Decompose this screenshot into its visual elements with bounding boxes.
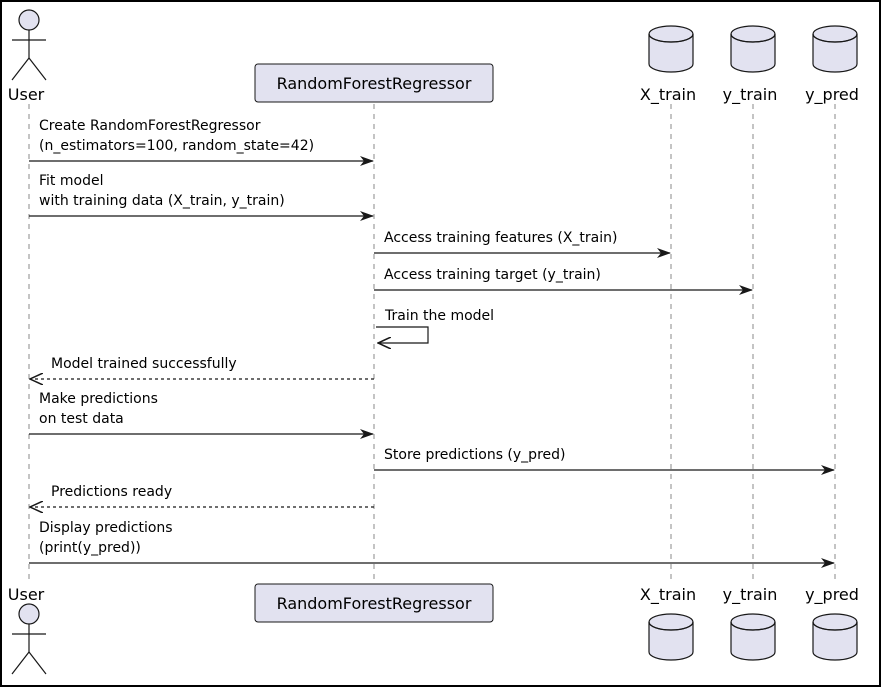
db-top-ytrain-cylinder-rim — [730, 33, 776, 43]
db-top-xtrain-cylinder-rim — [648, 33, 694, 43]
db-bottom-xtrain-cylinder-rim — [648, 621, 694, 631]
message-8-label-line-1: Store predictions (y_pred) — [384, 447, 565, 463]
db-top-xtrain-cylinder-body — [648, 34, 694, 73]
participant-top-rf-label: RandomForestRegressor — [277, 74, 472, 93]
message-7-label-line-2: on test data — [39, 411, 124, 427]
message-10-label-line-2: (print(y_pred)) — [39, 540, 141, 556]
message-3-label-line-1: Access training features (X_train) — [384, 230, 617, 246]
db-bottom-ytrain-cylinder-rim — [730, 621, 776, 631]
participant-top-rf-box — [254, 63, 494, 103]
db-bottom-xtrain-cylinder-body — [648, 622, 694, 661]
db-top-ypred-cylinder-rim — [812, 33, 858, 43]
db-top-ypred-cylinder-body — [812, 34, 858, 73]
actor-top-user-legs — [11, 57, 47, 81]
actor-top-user-head — [18, 9, 40, 31]
db-bottom-ytrain-cylinder-body — [730, 622, 776, 661]
participant-top-label-user: User — [8, 85, 45, 104]
participant-top-label-ypred: y_pred — [805, 85, 859, 105]
participant-top-label-xtrain: X_train — [640, 85, 696, 105]
message-1-label-line-2: (n_estimators=100, random_state=42) — [39, 138, 314, 154]
message-5-label: Train the model — [384, 308, 494, 324]
actor-bottom-user-head — [18, 603, 40, 625]
message-10-label-line-1: Display predictions — [39, 520, 173, 536]
message-6-label-line-1: Model trained successfully — [51, 356, 237, 372]
actor-bottom-user-legs — [11, 651, 47, 675]
message-5-self-arrow — [376, 326, 429, 343]
db-bottom-ypred-cylinder-body — [812, 622, 858, 661]
participant-bottom-label-xtrain: X_train — [640, 585, 696, 605]
db-bottom-ypred-cylinder-rim — [812, 621, 858, 631]
message-9-label-line-1: Predictions ready — [51, 484, 172, 500]
participant-bottom-rf-box — [254, 583, 494, 623]
message-7-label-line-1: Make predictions — [39, 391, 158, 407]
message-1-label-line-1: Create RandomForestRegressor — [39, 118, 261, 134]
participant-top-label-ytrain: y_train — [723, 85, 778, 105]
message-2-label-line-1: Fit model — [39, 173, 103, 189]
participant-bottom-rf-label: RandomForestRegressor — [277, 594, 472, 613]
message-2-label-line-2: with training data (X_train, y_train) — [39, 193, 285, 209]
message-4-label-line-1: Access training target (y_train) — [384, 267, 601, 283]
db-top-ytrain-cylinder-body — [730, 34, 776, 73]
participant-bottom-label-ytrain: y_train — [723, 585, 778, 605]
participant-bottom-label-ypred: y_pred — [805, 585, 859, 605]
participant-bottom-label-user: User — [8, 585, 45, 604]
